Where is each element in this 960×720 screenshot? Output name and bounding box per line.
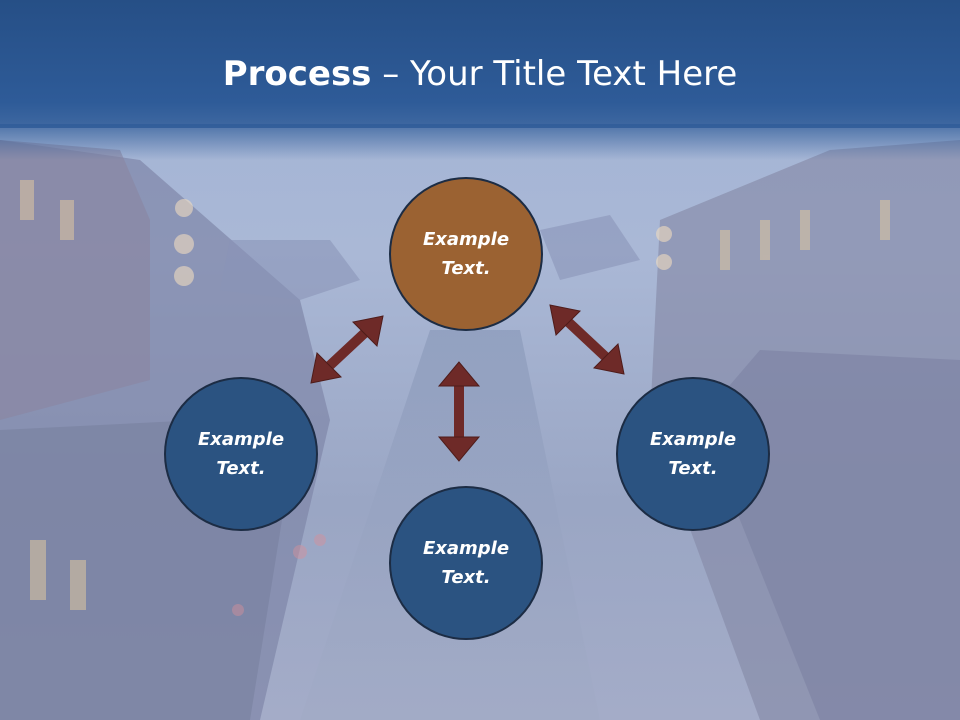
process-node-bottom: Example Text.: [389, 486, 543, 640]
node-right-label: Example Text.: [649, 429, 737, 479]
process-node-top: Example Text.: [389, 177, 543, 331]
slide-title-rest: – Your Title Text Here: [371, 54, 738, 94]
title-bar: [0, 0, 960, 128]
process-node-left: Example Text.: [164, 377, 318, 531]
slide-title-bold: Process: [222, 54, 372, 94]
slide-title: Process – Your Title Text Here: [0, 50, 960, 98]
node-left-label: Example Text.: [197, 429, 285, 479]
node-top-label: Example Text.: [422, 229, 510, 279]
double-arrow-right: [549, 304, 625, 375]
double-arrow-left: [310, 315, 384, 384]
double-arrow-vertical: [437, 361, 481, 462]
node-bottom-label: Example Text.: [422, 538, 510, 588]
title-bar-fade: [0, 124, 960, 160]
process-node-right: Example Text.: [616, 377, 770, 531]
